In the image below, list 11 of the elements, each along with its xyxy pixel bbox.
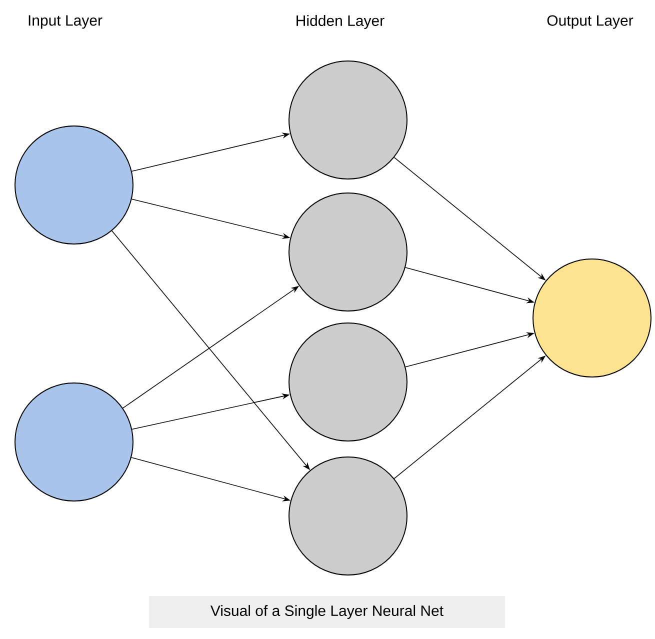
hidden-neuron [288, 322, 408, 442]
input-neuron [14, 126, 134, 244]
hidden-neuron [288, 192, 408, 312]
layer-heading: Input Layer [28, 15, 102, 29]
layer-heading: Hidden Layer [296, 15, 384, 29]
output-neuron [532, 258, 652, 378]
caption: Visual of a Single Layer Neural Net [149, 596, 505, 628]
input-neuron [14, 382, 134, 502]
layer-heading: Output Layer [547, 15, 634, 29]
hidden-neuron [288, 60, 408, 180]
hidden-neuron [288, 456, 408, 576]
